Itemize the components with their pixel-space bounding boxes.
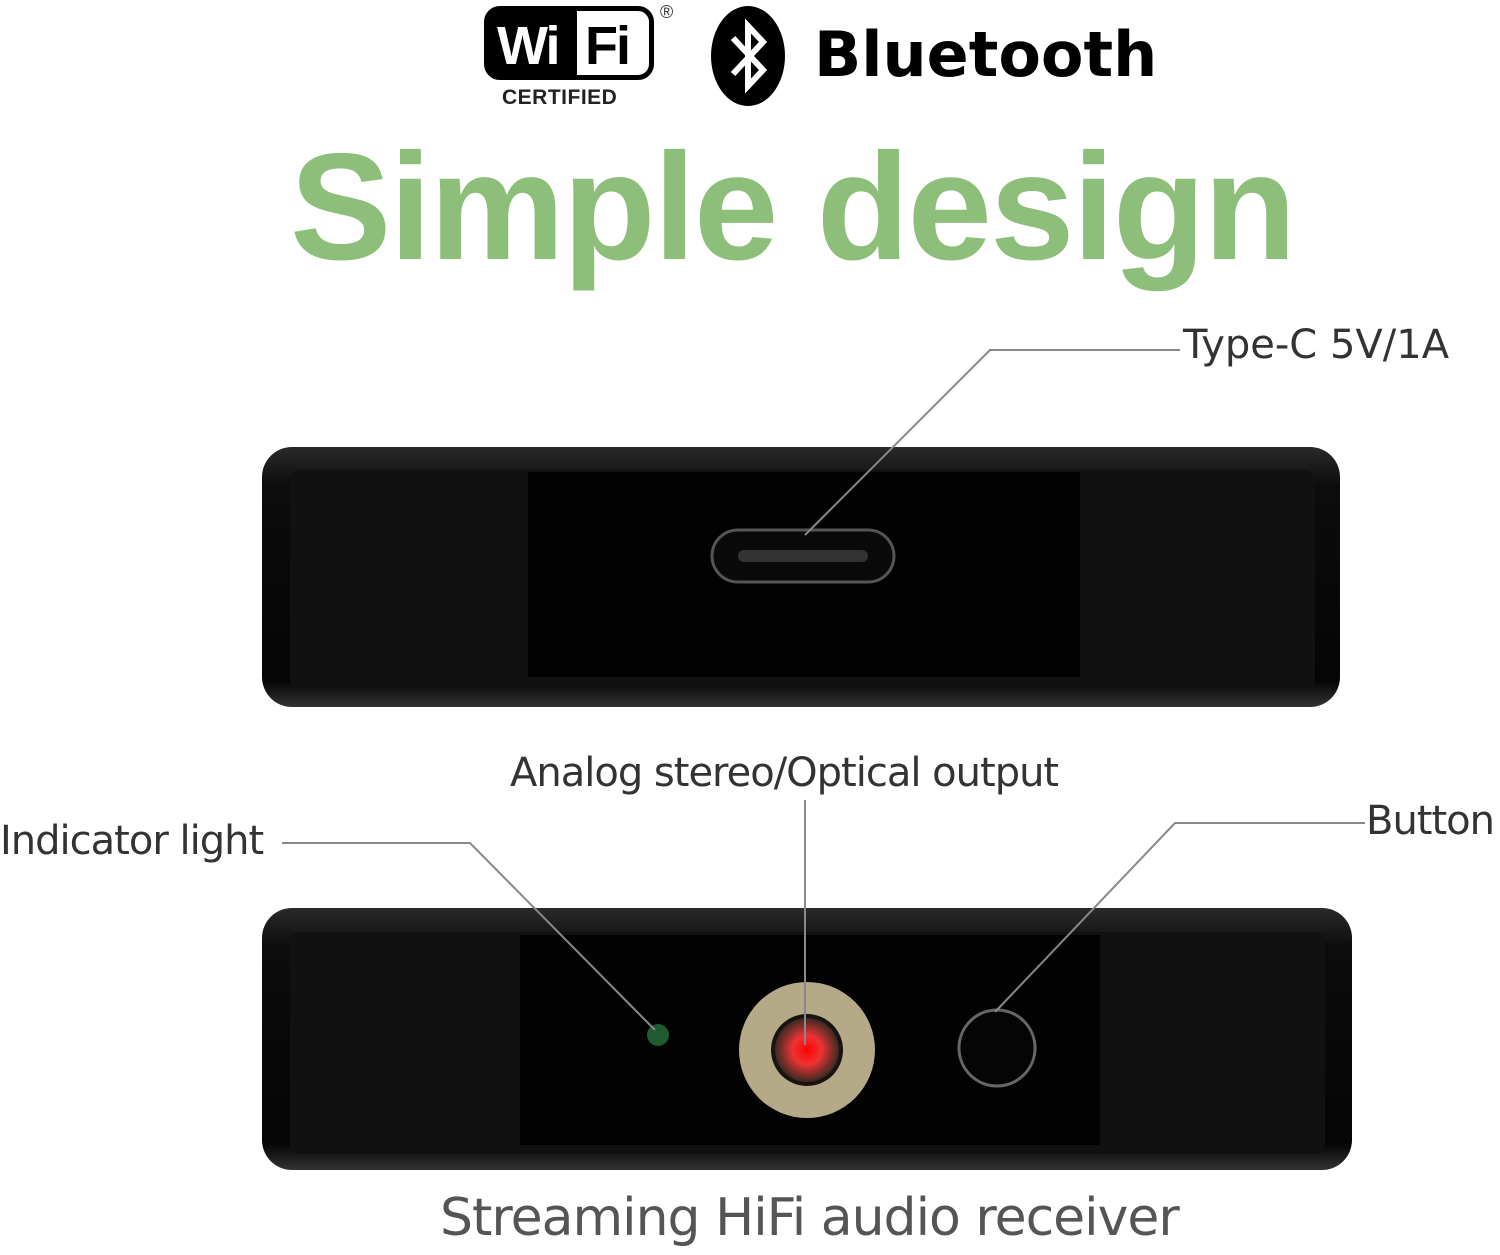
wifi-certified-text: CERTIFIED bbox=[502, 86, 618, 109]
callout-audio-output: Analog stereo/Optical output bbox=[510, 750, 1059, 796]
callout-indicator-light: Indicator light bbox=[0, 818, 264, 864]
button-control bbox=[957, 1008, 1037, 1088]
wifi-certified-logo: Wi Fi bbox=[484, 6, 654, 80]
wifi-logo-wi: Wi bbox=[497, 16, 560, 76]
callout-button: Button bbox=[1366, 798, 1495, 844]
callout-lines bbox=[282, 349, 1365, 1045]
device-side-power bbox=[262, 447, 1340, 707]
page-title: Simple design bbox=[290, 122, 1296, 292]
optical-output bbox=[775, 1018, 839, 1082]
indicator-led bbox=[647, 1024, 669, 1046]
product-caption: Streaming HiFi audio receiver bbox=[440, 1188, 1180, 1248]
registered-mark: ® bbox=[660, 2, 674, 22]
wifi-logo-fi: Fi bbox=[585, 16, 631, 76]
device-side-audio bbox=[262, 908, 1352, 1170]
callout-power-port: Type-C 5V/1A bbox=[1183, 322, 1450, 368]
bluetooth-icon bbox=[711, 6, 785, 106]
bluetooth-label: Bluetooth bbox=[814, 18, 1158, 91]
